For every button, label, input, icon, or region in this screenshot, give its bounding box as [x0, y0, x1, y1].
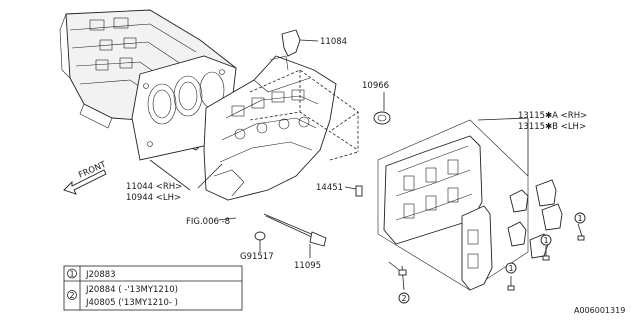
part-11095-head-bolt	[263, 213, 327, 258]
label-11084: 11084	[320, 37, 347, 47]
legend-marker-2: 2	[70, 291, 75, 300]
label-14451: 14451	[316, 183, 343, 193]
legend-marker-1: 1	[70, 270, 75, 279]
leader-lines	[149, 117, 529, 221]
cylinder-head	[203, 55, 337, 201]
callout-1-a: 1	[574, 212, 586, 224]
callout-2: 2	[398, 292, 410, 304]
svg-text:1: 1	[544, 236, 549, 245]
svg-text:2: 2	[402, 294, 407, 303]
label-fig-ref: FIG.006 -8	[186, 217, 230, 227]
bolts	[388, 223, 585, 291]
legend-row-1-text: J20883	[85, 270, 116, 280]
camshaft-carrier-assembly	[377, 119, 529, 291]
label-10944: 10944 <LH>	[126, 193, 181, 203]
legend-table: 1 2 J20883 J20884 ( -'13MY1210) J40805 (…	[63, 265, 243, 311]
svg-text:1: 1	[509, 264, 514, 273]
callout-1-c: 1	[505, 262, 517, 274]
svg-text:1: 1	[578, 214, 583, 223]
label-13115b: 13115✱B <LH>	[518, 122, 586, 132]
part-g91517-washer	[254, 231, 266, 252]
label-10966: 10966	[362, 81, 389, 91]
diagram-id: A006001319	[574, 306, 625, 315]
legend-row-3-text: J40805 ('13MY1210- )	[85, 298, 178, 308]
front-direction-indicator: FRONT	[63, 159, 108, 195]
part-11084-plug	[281, 29, 319, 57]
part-10966-seal	[373, 92, 391, 125]
label-g91517: G91517	[240, 252, 274, 262]
label-13115a: 13115✱A <RH>	[518, 111, 587, 121]
callout-1-b: 1	[540, 234, 552, 246]
assembly-guide-lines	[249, 69, 359, 161]
legend-row-2-text: J20884 ( -'13MY1210)	[85, 285, 178, 295]
label-11095: 11095	[294, 261, 321, 271]
camshaft-caps	[507, 179, 563, 259]
part-14451-stud	[344, 185, 363, 197]
label-11044: 11044 <RH>	[126, 182, 182, 192]
